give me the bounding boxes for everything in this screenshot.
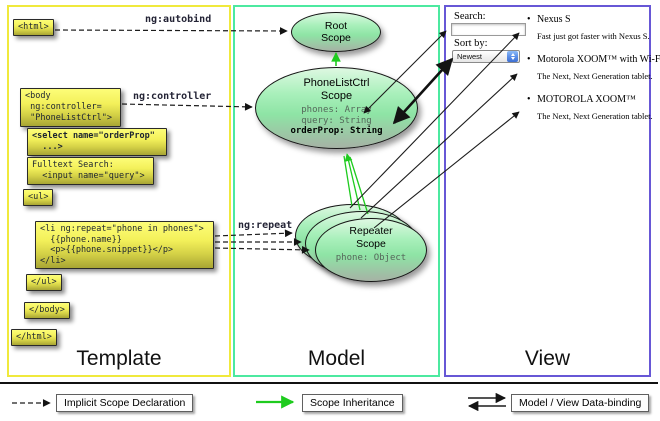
legend-model-view-data-binding: Model / View Data-binding	[511, 394, 650, 412]
code-box-select: <select name="orderProp" ...>	[27, 128, 167, 156]
dropdown-stepper-icon	[507, 51, 518, 62]
phone-name: Motorola XOOM™ with Wi-Fi	[527, 54, 660, 65]
phone-description: The Next, Next Generation tablet.	[537, 111, 653, 121]
template-panel-label: Template	[76, 347, 162, 370]
phone-name: MOTOROLA XOOM™	[527, 94, 655, 105]
ng-repeat-label: ng:repeat	[238, 220, 293, 231]
code-box-ul-open: <ul>	[23, 189, 54, 206]
search-input[interactable]	[451, 23, 526, 36]
code-box-html-open: <html>	[13, 19, 54, 36]
list-item: MOTOROLA XOOM™ The Next, Next Generation…	[527, 94, 655, 121]
model-panel: Model	[233, 5, 440, 377]
code-box-fulltext-search: Fulltext Search: <input name="query">	[27, 157, 154, 185]
legend-scope-inheritance: Scope Inheritance	[302, 394, 403, 412]
model-panel-label: Model	[307, 347, 366, 370]
phone-result-list: Nexus S Fast just got faster with Nexus …	[527, 14, 660, 134]
legend-implicit-scope-declaration: Implicit Scope Declaration	[56, 394, 194, 412]
phonelistctrl-scope-title: PhoneListCtrl Scope	[303, 77, 370, 102]
phone-description: The Next, Next Generation tablet.	[537, 71, 653, 81]
repeater-scope-title: Repeater Scope	[349, 225, 393, 250]
phone-description: Fast just got faster with Nexus S.	[537, 31, 650, 41]
phone-name: Nexus S	[527, 14, 655, 25]
code-box-li-repeat: <li ng:repeat="phone in phones"> {{phone…	[35, 221, 214, 269]
repeater-scope-ellipse-front: Repeater Scope phone: Object	[315, 218, 427, 282]
root-scope-ellipse: Root Scope	[291, 12, 381, 52]
view-panel-label: View	[524, 347, 571, 370]
phonelistctrl-scope-ellipse: PhoneListCtrl Scope phones: Array query:…	[255, 67, 418, 149]
code-box-body-close: </body>	[24, 302, 70, 319]
sort-dropdown-value: Newest	[457, 52, 483, 61]
code-box-ul-close: </ul>	[26, 274, 62, 291]
ng-controller-label: ng:controller	[133, 91, 212, 102]
phonelistctrl-prop-orderprop: orderProp: String	[290, 126, 383, 136]
phonelistctrl-prop-phones: phones: Array	[301, 105, 372, 115]
list-item: Motorola XOOM™ with Wi-Fi The Next, Next…	[527, 54, 660, 81]
code-box-html-close: </html>	[11, 329, 57, 346]
ng-autobind-label: ng:autobind	[145, 14, 212, 25]
code-box-body-open: <body ng:controller= "PhoneListCtrl">	[20, 88, 121, 127]
list-item: Nexus S Fast just got faster with Nexus …	[527, 14, 655, 41]
root-scope-title: Root Scope	[321, 19, 351, 45]
search-label: Search:	[454, 11, 486, 22]
sort-dropdown[interactable]: Newest	[452, 50, 520, 63]
legend-separator-line	[0, 382, 658, 384]
repeater-prop-phone: phone: Object	[335, 253, 407, 263]
phonelistctrl-prop-query: query: String	[301, 115, 372, 126]
sort-by-label: Sort by:	[454, 38, 488, 49]
